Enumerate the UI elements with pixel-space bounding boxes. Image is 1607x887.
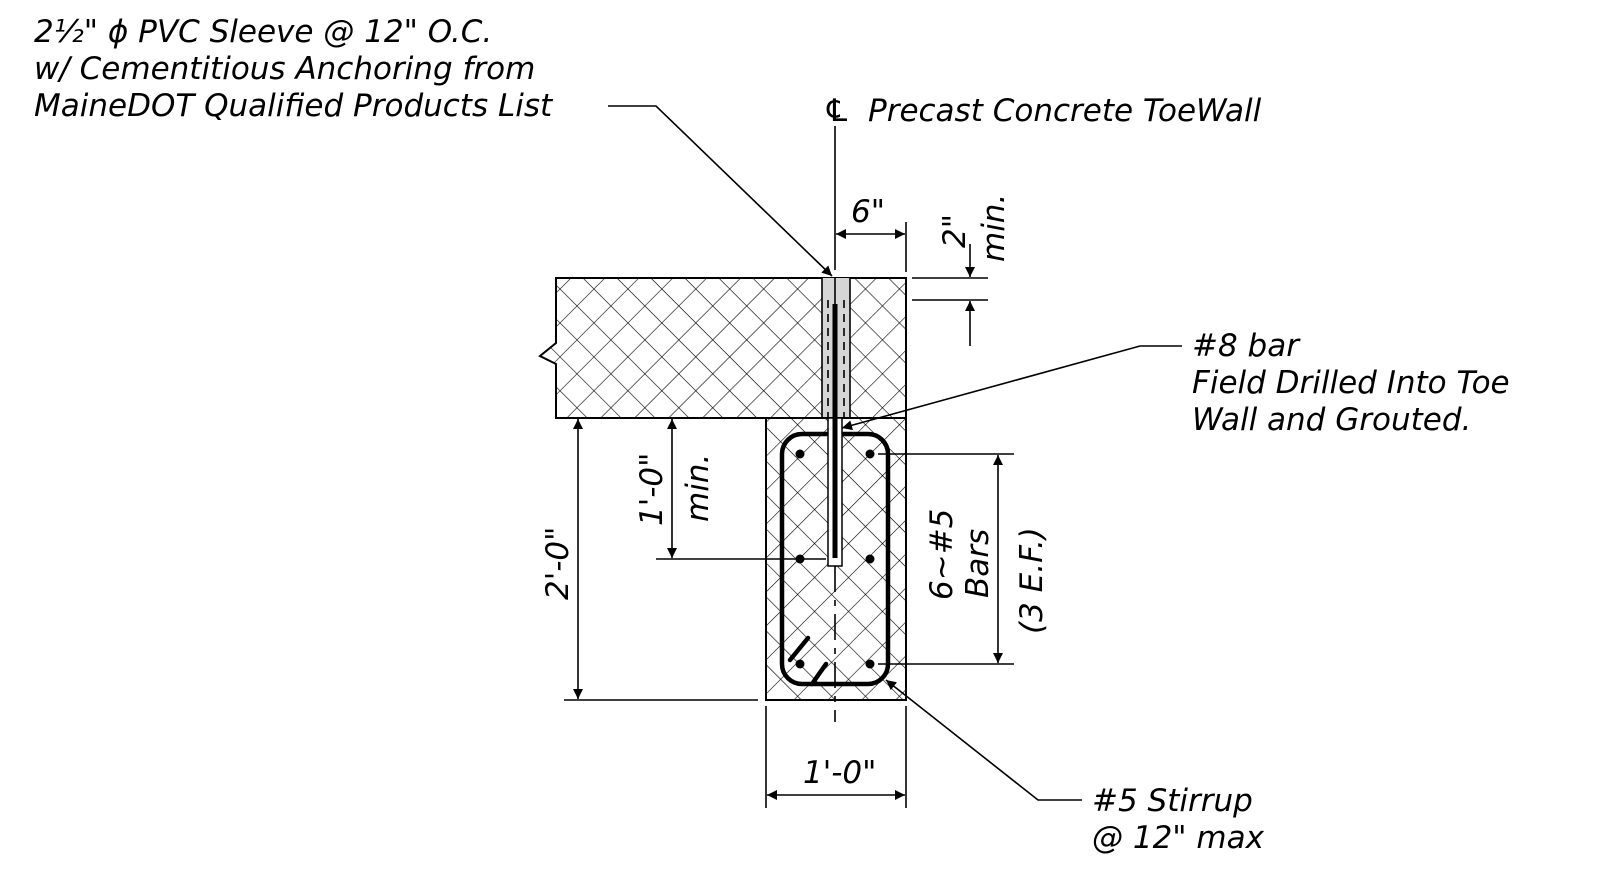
dim-top-offset-text: 6" [851,194,885,230]
rebar-dot [795,449,805,459]
dim-width: 1'-0" [765,706,907,808]
dim-embed: 1'-0" min. [634,419,826,560]
leaders [608,105,1182,801]
centerline-label: Precast Concrete ToeWall [868,93,1262,129]
bar8-callout-line2: Field Drilled Into Toe [1192,365,1510,401]
bar8-callout-line1: #8 bar [1192,328,1301,364]
bar8-callout-line3: Wall and Grouted. [1192,402,1471,438]
sleeve-callout-line2: w/ Cementitious Anchoring from [34,51,535,87]
dim-bars: 6~#5 Bars (3 E.F.) [878,453,1050,665]
centerline-callout: ℄ Precast Concrete ToeWall [823,93,1262,129]
stirrup-hook [787,635,811,663]
rebar-dot [865,554,875,564]
dim-bars-line1: 6~#5 [924,509,960,600]
rebar-dot [865,659,875,669]
stirrup-callout-line2: @ 12" max [1092,820,1265,856]
dim-width-text: 1'-0" [803,755,876,791]
dim-height-text: 2'-0" [540,527,576,600]
sleeve-leader [608,105,833,277]
sleeve-callout-line3: MaineDOT Qualified Products List [34,88,554,124]
rebar-dot [865,449,875,459]
dim-bars-line3: (3 E.F.) [1014,527,1050,634]
dim-cover: 2" min. [912,194,1012,346]
slab-outline [538,277,907,419]
precast-slab [538,277,907,419]
slab-hatch [540,278,906,418]
longitudinal-bars [795,449,875,669]
rebar-dot [795,659,805,669]
stirrup-hook [809,661,829,687]
stirrup-leader [885,679,1082,801]
dim-cover-note: min. [976,194,1012,262]
dim-bars-line2: Bars [960,529,996,598]
bar8-callout: #8 bar Field Drilled Into Toe Wall and G… [1192,328,1510,438]
dim-cover-text: 2" [937,214,973,248]
centerline-symbol: ℄ [823,93,851,129]
dim-embed-text: 1'-0" [634,453,670,526]
bar8-leader [841,345,1182,431]
dim-top-offset: 6" [836,194,907,272]
dim-height: 2'-0" [540,419,758,701]
stirrup-callout-line1: #5 Stirrup [1092,783,1253,819]
stirrup-callout: #5 Stirrup @ 12" max [1092,783,1265,856]
dim-embed-note: min. [680,454,716,522]
sleeve-callout: 2½" ϕ PVC Sleeve @ 12" O.C. w/ Cementiti… [34,14,554,124]
sleeve-callout-line1: 2½" ϕ PVC Sleeve @ 12" O.C. [34,14,492,50]
